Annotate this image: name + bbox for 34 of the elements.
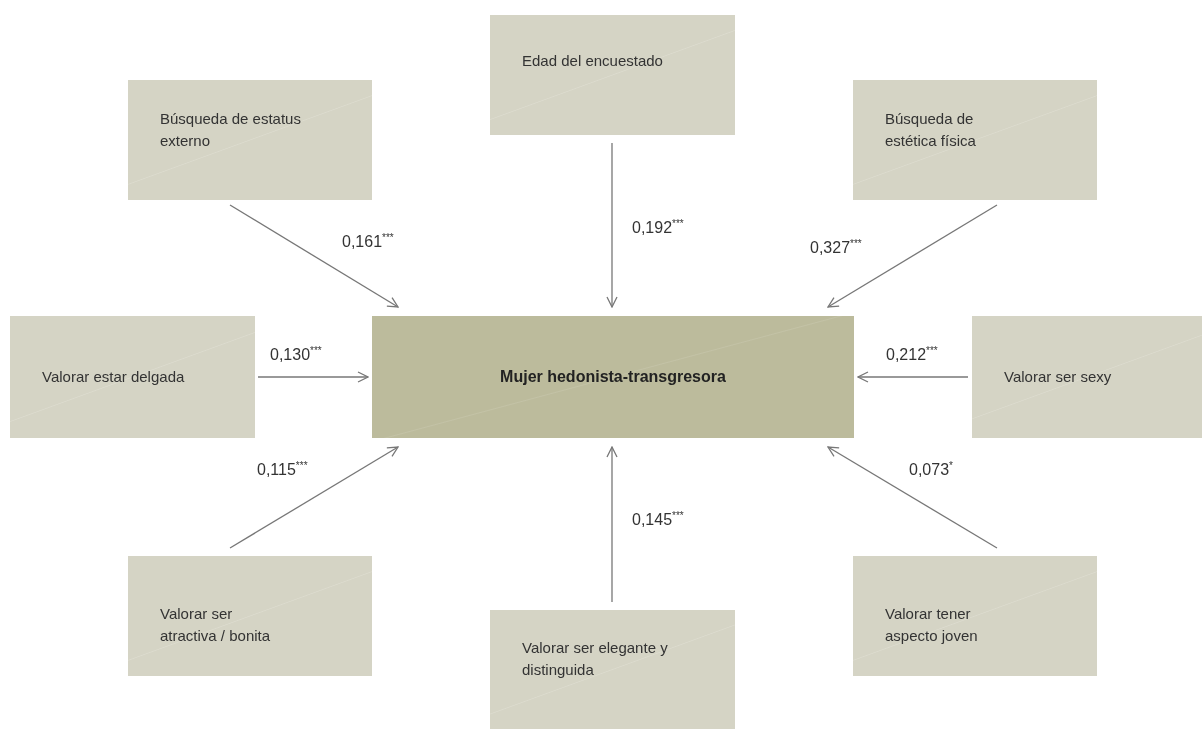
factor-label: Búsqueda de estatus externo — [160, 109, 302, 151]
arrow — [606, 142, 618, 308]
factor-label: Búsqueda de estética física — [885, 109, 977, 151]
factor-label: Valorar tener aspecto joven — [885, 604, 979, 646]
outcome-label: Mujer hedonista-transgresora — [499, 367, 727, 387]
edge-label: 0,212$^{***}$ — [884, 345, 940, 365]
edge-label: 0,115$^{***}$ — [255, 460, 310, 480]
edge-label: 0,327$^{***}$ — [808, 238, 864, 258]
edge-label: 0,073$^{*}$ — [907, 460, 955, 480]
arrow — [857, 371, 969, 383]
outcome-box — [372, 316, 854, 438]
arrow — [827, 204, 998, 308]
factor-box — [853, 80, 1097, 200]
edge-label: 0,145$^{***}$ — [630, 510, 686, 530]
factor-label: Valorar ser atractiva / bonita — [160, 604, 272, 646]
factor-label: Valorar ser elegante y distinguida — [522, 638, 669, 680]
factor-box — [490, 15, 735, 135]
factor-box — [10, 316, 255, 438]
edge-label: 0,130$^{***}$ — [268, 345, 324, 365]
factor-label: Edad del encuestado — [522, 51, 664, 71]
arrow — [229, 446, 399, 549]
factor-box — [490, 610, 735, 729]
factor-box — [128, 80, 372, 200]
arrow — [827, 446, 998, 549]
factor-box — [853, 556, 1097, 676]
arrow — [606, 446, 618, 603]
arrow — [257, 371, 369, 383]
edge-label: 0,161$^{***}$ — [340, 232, 396, 252]
edge-label: 0,192$^{***}$ — [630, 218, 686, 238]
arrow — [229, 204, 399, 308]
factor-box — [972, 316, 1202, 438]
factor-label: Valorar estar delgada — [42, 367, 186, 387]
factor-label: Valorar ser sexy — [1004, 367, 1113, 387]
factor-box — [128, 556, 372, 676]
